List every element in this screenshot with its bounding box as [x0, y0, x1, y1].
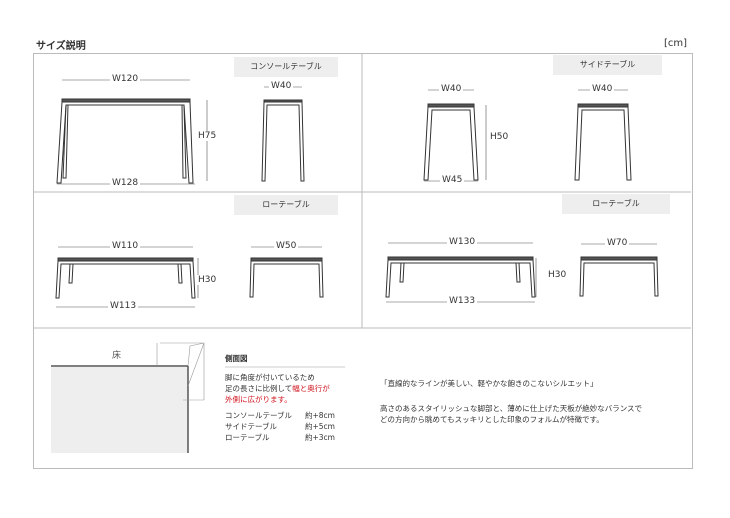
dim-side-width: W40	[439, 84, 464, 94]
dim-side-base: W45	[440, 175, 465, 185]
offset-row: ローテーブル 約+3cm	[225, 432, 335, 443]
tagline: 「直線的なラインが美しい、軽やかな飽きのこないシルエット」	[380, 379, 598, 388]
dim-low130-base: W133	[447, 296, 478, 306]
offset-row: サイドテーブル 約+5cm	[225, 421, 335, 432]
offset-value: 約+5cm	[305, 422, 335, 431]
dim-low130-depth: W70	[605, 238, 630, 248]
note-highlight: 幅と奥行が	[292, 384, 330, 393]
dim-low110-base: W113	[108, 301, 139, 311]
unit-label: [cm]	[664, 38, 688, 49]
dim-low110-depth: W50	[274, 241, 299, 251]
label-low-table-130: ローテーブル	[562, 194, 670, 214]
dim-console-width: W120	[110, 74, 141, 84]
dim-low110-height: H30	[196, 275, 219, 285]
description-line: どの方向から眺めてもスッキリとした印象のフォルムが特徴です。	[380, 415, 604, 424]
dim-low130-height: H30	[546, 270, 569, 280]
floor-label: 床	[112, 351, 122, 361]
side-view-title: 側面図	[225, 354, 248, 363]
dim-side-height: H50	[488, 132, 511, 142]
dim-console-height: H75	[196, 131, 219, 141]
dim-console-depth: W40	[269, 81, 294, 91]
offset-list: コンソールテーブル 約+8cm サイドテーブル 約+5cm ローテーブル 約+3cm	[225, 410, 335, 443]
offset-row: コンソールテーブル 約+8cm	[225, 410, 335, 421]
dim-low130-width: W130	[447, 237, 478, 247]
page-title: サイズ説明	[36, 41, 86, 52]
diagram-frame	[33, 53, 693, 469]
dim-low110-width: W110	[110, 241, 141, 251]
offset-name: ローテーブル	[225, 433, 270, 442]
note-highlight: 外側に広がります。	[225, 395, 292, 404]
dim-side-depth: W40	[590, 84, 615, 94]
label-console-table: コンソールテーブル	[234, 57, 338, 77]
description-line: 高さのあるスタイリッシュな脚部と、薄めに仕上げた天板が絶妙なバランスで	[380, 404, 643, 413]
offset-name: サイドテーブル	[225, 422, 278, 431]
note-line: 脚に角度が付いているため	[225, 373, 315, 382]
offset-name: コンソールテーブル	[225, 411, 293, 420]
offset-value: 約+3cm	[305, 433, 335, 442]
side-view-note: 脚に角度が付いているため 足の長さに比例して幅と奥行が 外側に広がります。	[225, 372, 330, 405]
label-side-table: サイドテーブル	[553, 55, 662, 75]
dim-console-base: W128	[110, 178, 141, 188]
note-line: 足の長さに比例して	[225, 384, 293, 393]
offset-value: 約+8cm	[305, 411, 335, 420]
label-low-table-110: ローテーブル	[234, 195, 338, 215]
